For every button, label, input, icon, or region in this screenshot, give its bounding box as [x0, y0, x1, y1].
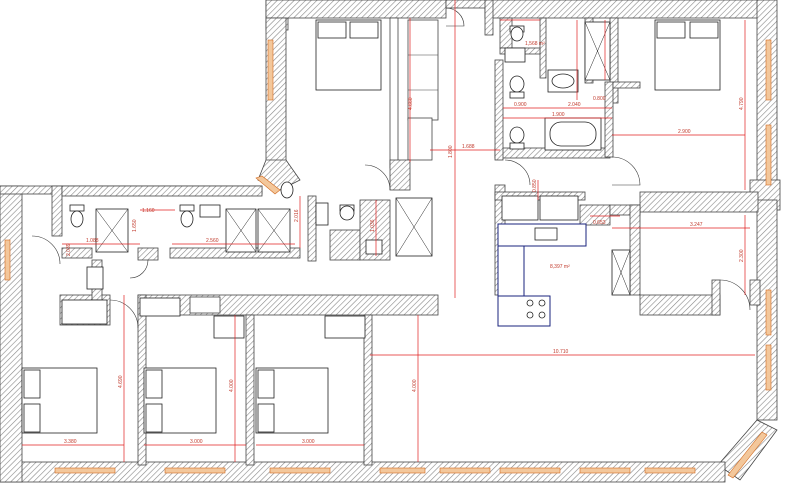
dim-shower-c-h: 1.036 — [370, 219, 376, 232]
area-top-bath: 1,568 m² — [525, 41, 545, 47]
dim-living-w1: 3.247 — [690, 222, 703, 228]
toilet-1 — [69, 204, 85, 228]
dim-living-h: 4.000 — [412, 379, 418, 392]
toilet-5 — [509, 75, 525, 99]
dim-bed2-h: 4.790 — [739, 97, 745, 110]
wardrobe-3 — [213, 315, 245, 339]
sink-5 — [504, 47, 526, 63]
shower-2 — [225, 208, 257, 253]
dim-corridor-w: 1.688 — [462, 144, 475, 150]
sink-2 — [315, 202, 329, 226]
dim-bed-a-w: 3.380 — [64, 439, 77, 445]
dimension-labels: 0.900 2.040 0.800 1.900 4.660 1.688 1.80… — [64, 41, 745, 445]
dim-bath-w1: 0.900 — [514, 102, 527, 108]
windows — [4, 39, 772, 479]
dim-bath-w3: 0.800 — [593, 96, 606, 102]
toilet-6 — [509, 126, 525, 150]
sink-6 — [365, 239, 383, 255]
bathtub — [544, 117, 602, 151]
dim-wc-l-w: 1.088 — [86, 238, 99, 244]
sink-1 — [199, 204, 221, 218]
bed-5 — [255, 367, 329, 434]
bed-2 — [654, 19, 721, 91]
dim-shower-l-w: 1.160 — [142, 208, 155, 214]
toilet-2 — [179, 204, 195, 228]
dim-corridor-h: 1.800 — [448, 145, 454, 158]
bed-1 — [315, 19, 382, 91]
toilet-4 — [509, 25, 525, 42]
toilet-7 — [280, 181, 294, 199]
dim-bed-b-h: 4.000 — [229, 379, 235, 392]
shower-1 — [95, 208, 129, 253]
wardrobe-4 — [324, 315, 366, 339]
dim-bath-tub: 1.900 — [552, 112, 565, 118]
sink-3 — [86, 266, 104, 290]
dimension-lines — [22, 0, 755, 462]
toilet-3 — [339, 204, 355, 221]
dim-wc-l-h: 2.039 — [66, 243, 72, 256]
area-kitchen: 8,397 m² — [550, 264, 570, 270]
dim-bath-w2: 2.040 — [568, 102, 581, 108]
fixtures — [21, 7, 751, 434]
dim-bed-b-w: 3.000 — [190, 439, 203, 445]
wardrobe-1 — [61, 299, 108, 325]
dim-living-w: 10.710 — [553, 349, 569, 355]
dim-bed2-w: 2.900 — [678, 129, 691, 135]
dim-bed1-h: 4.660 — [408, 97, 414, 110]
dim-kitchen-w: 0.850 — [532, 179, 538, 192]
wardrobe-5 — [539, 195, 579, 221]
dim-bed-c-w: 3.000 — [302, 439, 315, 445]
dim-bed-a-h: 4.690 — [118, 375, 124, 388]
dim-entry-w: 2.016 — [294, 209, 300, 222]
bed-3 — [21, 367, 98, 434]
bed-4 — [143, 367, 217, 434]
kitchen-counter — [497, 223, 631, 327]
shower-5 — [584, 21, 611, 81]
doors — [31, 7, 751, 329]
shower-4 — [395, 197, 433, 257]
wardrobe-2 — [139, 297, 181, 317]
dim-kitchen-d: 0.653 — [593, 220, 606, 226]
wardrobe-6 — [501, 195, 539, 221]
dim-wc-m-w: 2.560 — [206, 238, 219, 244]
dim-shower-l-h: 1.650 — [132, 219, 138, 232]
shower-3 — [257, 208, 291, 253]
dim-living-h1: 2.300 — [739, 249, 745, 262]
